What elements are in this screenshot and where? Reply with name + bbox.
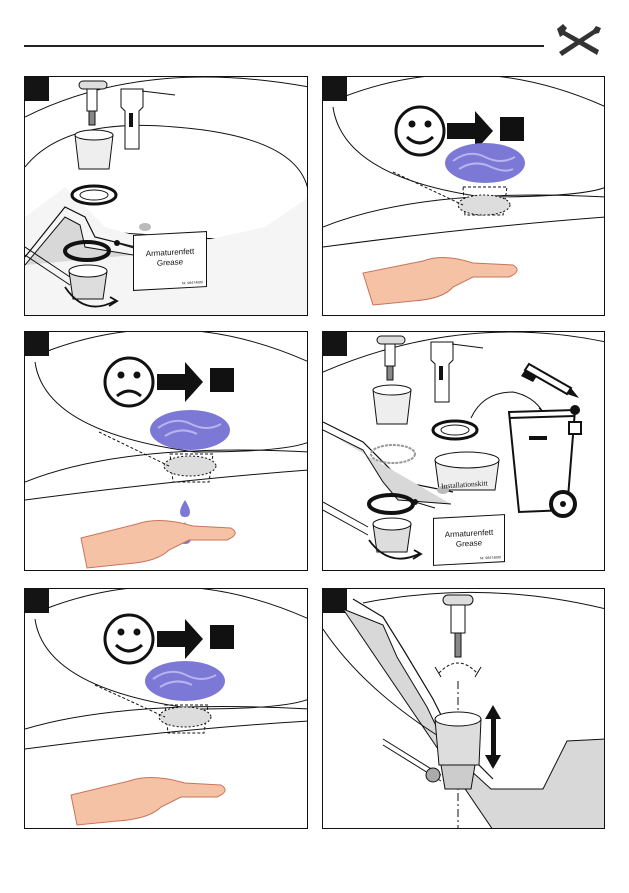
water-swirl-icon — [150, 410, 230, 450]
smiley-happy-icon — [103, 613, 155, 665]
pop-up-plug-icon — [78, 80, 108, 126]
grease-tube-icon: Armaturenfett Grease Nr. 98474000 — [433, 514, 505, 566]
height-adjust-illustration — [323, 591, 604, 828]
leak-illustration — [25, 332, 307, 569]
panel-6: 6 — [322, 588, 605, 829]
panel-5: 5 — [24, 588, 308, 829]
test-illustration — [323, 77, 604, 306]
battery-icon — [521, 362, 579, 398]
step-number-badge: 1 — [25, 77, 49, 101]
smiley-happy-icon — [394, 105, 446, 157]
wrench-screwdriver-icon — [557, 24, 601, 56]
panel-2: 2 — [322, 76, 605, 316]
panel-3: 3 — [24, 331, 308, 571]
step-number-badge: 4 — [323, 332, 347, 356]
smiley-sad-icon — [103, 356, 155, 408]
panel-1: 1 Armaturenfett Greas — [24, 76, 308, 316]
arrow-right-icon — [157, 362, 203, 402]
header-rule — [24, 45, 544, 47]
height-adjust-arrow-icon — [485, 705, 501, 769]
plug-insert-icon — [120, 88, 176, 150]
water-swirl-icon — [145, 661, 225, 701]
plug-insert-icon — [430, 341, 484, 403]
panel-4: 4 — [322, 331, 605, 571]
hand-icon — [80, 520, 236, 569]
pop-up-plug-icon — [376, 335, 406, 381]
seal-ring-icon — [431, 419, 479, 441]
grease-label-ref: Nr. 98474000 — [479, 555, 501, 561]
recycle-bin-icon — [507, 405, 582, 518]
water-drop-icon — [180, 500, 190, 517]
grease-label-ref: Nr. 98474000 — [181, 280, 203, 286]
pop-up-plug-icon — [434, 594, 482, 678]
arrow-right-icon — [157, 619, 203, 659]
hand-icon — [362, 257, 518, 306]
arrow-right-icon — [447, 111, 493, 151]
water-swirl-icon — [445, 143, 525, 183]
hand-icon — [70, 777, 226, 826]
grease-tube-icon: Armaturenfett Grease Nr. 98474000 — [133, 231, 207, 291]
final-test-illustration — [25, 589, 307, 826]
reinstall-illustration — [323, 332, 604, 560]
